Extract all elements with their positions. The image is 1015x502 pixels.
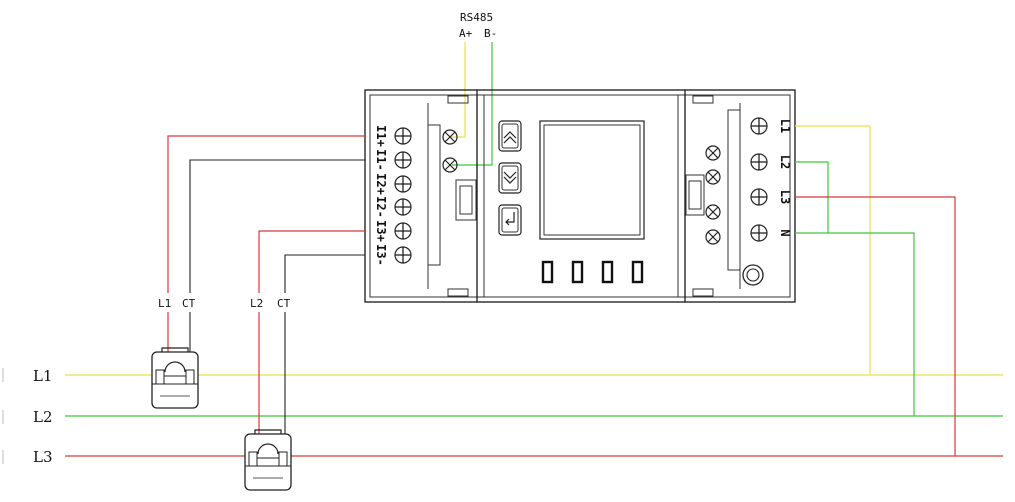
terminal-label-i1-plus: I1+: [374, 125, 388, 147]
wire-l2-voltage: [795, 161, 829, 233]
terminal-screw-l1: [750, 117, 768, 135]
terminal-label-l2: L2: [778, 155, 792, 169]
meter-left-latch: [455, 179, 477, 221]
terminal-label-n: N: [778, 229, 792, 236]
energy-meter: [364, 89, 796, 303]
terminal-label-l3: L3: [778, 190, 792, 204]
terminal-label-i3-plus: I3+: [374, 220, 388, 242]
terminal-screw-l2: [750, 153, 768, 171]
terminal-screw-n: [750, 224, 768, 242]
rs485-b-label: B-: [484, 27, 497, 40]
rs485-a-label: A+: [459, 27, 473, 40]
meter-mount-hole: [742, 264, 764, 286]
ct-wires: L1 CT L2 CT: [158, 135, 365, 437]
terminal-screw-i1-minus: [394, 151, 412, 169]
ct1-line-label: L1: [158, 297, 171, 310]
terminal-label-i1-minus: I1-: [374, 149, 388, 171]
rs485-title: RS485: [460, 11, 493, 24]
wire-ct2-plus: [258, 230, 365, 293]
ct-clamp-1: [151, 347, 199, 409]
bus-label-l2: L2: [33, 408, 53, 426]
ct1-ct-label: CT: [182, 297, 196, 310]
bus-label-l3: L3: [33, 448, 53, 466]
rs485-terminals: [442, 129, 458, 173]
ct2-line-label: L2: [250, 297, 263, 310]
bus-lines: L1 L2 L3: [33, 367, 1003, 466]
meter-led-slots: [541, 260, 644, 284]
wire-ct1-minus: [189, 159, 365, 293]
ct2-ct-label: CT: [277, 297, 291, 310]
meter-right-latch: [685, 174, 705, 216]
terminal-screw-i3-plus: [394, 222, 412, 240]
meter-display: [539, 120, 645, 240]
wire-ct2-minus: [284, 254, 365, 293]
rs485-a-wire: [450, 42, 466, 138]
terminal-screw-rs485-a: [442, 129, 458, 145]
rs485-connection: RS485 A+ B-: [450, 11, 497, 166]
rs485-b-wire: [452, 42, 493, 166]
terminal-label-i2-minus: I2-: [374, 196, 388, 218]
terminal-screw-i1-plus: [394, 127, 412, 145]
meter-button-up[interactable]: [498, 120, 522, 152]
wire-n-voltage: [795, 232, 915, 416]
meter-button-down[interactable]: [498, 162, 522, 194]
terminal-screw-i3-minus: [394, 246, 412, 264]
left-terminals: I1+ I1- I2+ I2- I3+ I3-: [374, 125, 412, 266]
meter-right-module: [684, 89, 796, 303]
terminal-label-i3-minus: I3-: [374, 244, 388, 266]
terminal-label-l1: L1: [778, 119, 792, 133]
bus-label-l1: L1: [33, 367, 53, 385]
terminal-screw-l3: [750, 188, 768, 206]
right-terminals: L1 L2 L3 N: [750, 117, 792, 242]
voltage-wires: [795, 125, 956, 456]
terminal-screw-rs485-b: [442, 157, 458, 173]
right-internal-screws: [705, 145, 721, 245]
wire-l3-voltage: [795, 196, 956, 456]
meter-button-enter[interactable]: [498, 204, 522, 236]
terminal-screw-i2-plus: [394, 175, 412, 193]
ct-clamp-2: [244, 429, 292, 491]
wire-ct1-plus: [167, 135, 365, 293]
wire-l1-voltage: [795, 125, 871, 375]
terminal-screw-i2-minus: [394, 198, 412, 216]
terminal-label-i2-plus: I2+: [374, 173, 388, 195]
